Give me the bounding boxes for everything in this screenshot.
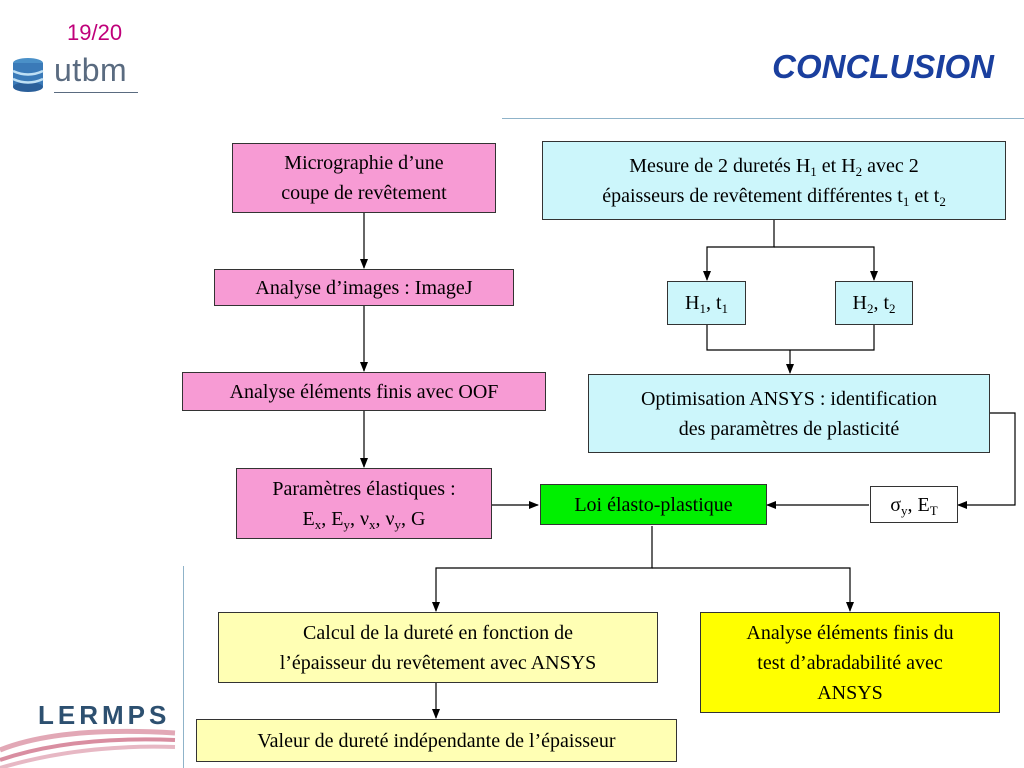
node-abrad-line1: Analyse éléments finis du — [746, 621, 954, 644]
side-divider — [183, 566, 184, 768]
title-divider — [502, 118, 1024, 119]
utbm-logo: utbm — [10, 52, 140, 96]
node-analyse-oof: Analyse éléments finis avec OOF — [182, 372, 546, 411]
node-h1-t1-label: H1, t1 — [684, 292, 728, 316]
node-optimisation-line2: des paramètres de plasticité — [678, 417, 900, 440]
node-optimisation-line1: Optimisation ANSYS : identification — [640, 387, 938, 410]
node-analyse-oof-label: Analyse éléments finis avec OOF — [229, 380, 499, 403]
node-sigma-label: σy, ET — [890, 493, 938, 518]
connector-h-merge — [706, 325, 875, 351]
node-sigma-et: σy, ET — [870, 486, 958, 523]
utbm-logo-text: utbm — [54, 52, 128, 88]
node-abrad-line2: test d’abradabilité avec — [757, 651, 943, 674]
node-calcul-durete: Calcul de la dureté en fonction de l’épa… — [218, 612, 658, 683]
node-loi-label: Loi élasto-plastique — [574, 493, 733, 516]
page-title: CONCLUSION — [772, 48, 994, 85]
node-h2-t2-label: H2, t2 — [852, 292, 896, 316]
node-analyse-abradabilite: Analyse éléments finis du test d’abradab… — [700, 612, 1000, 713]
connector-optimisation-to-sigma — [957, 412, 1016, 509]
node-h1-t1: H1, t1 — [667, 281, 746, 325]
utbm-logo-icon — [12, 58, 44, 92]
connector-mesure-split-right — [774, 246, 878, 281]
lermps-swoosh-icon — [0, 728, 176, 768]
node-analyse-images-label: Analyse d’images : ImageJ — [255, 276, 473, 299]
node-loi-elasto-plastique: Loi élasto-plastique — [540, 484, 767, 525]
lermps-logo: LERMPS — [0, 700, 180, 768]
node-optimisation: Optimisation ANSYS : identification des … — [588, 374, 990, 453]
node-micrographie-line1: Micrographie d’une — [284, 152, 444, 174]
utbm-logo-underline — [54, 92, 138, 93]
page-number: 19/20 — [67, 20, 123, 45]
node-analyse-images: Analyse d’images : ImageJ — [214, 269, 514, 306]
connector-loi-split-right — [652, 567, 854, 612]
connector-mesure-split — [703, 220, 775, 281]
node-parametres-line2: Ex, Ey, νx, νy, G — [302, 507, 426, 532]
node-micrographie-line2: coupe de revêtement — [281, 182, 447, 204]
node-abrad-line3: ANSYS — [817, 681, 883, 704]
node-calcul-line1: Calcul de la dureté en fonction de — [303, 621, 573, 644]
node-mesure-line1: Mesure de 2 duretés H1 et H2 avec 2 — [629, 154, 919, 179]
node-mesure: Mesure de 2 duretés H1 et H2 avec 2 épai… — [542, 141, 1006, 220]
node-valeur-label: Valeur de dureté indépendante de l’épais… — [257, 729, 616, 752]
node-mesure-line2: épaisseurs de revêtement différentes t1 … — [602, 184, 946, 209]
node-parametres-elastiques: Paramètres élastiques : Ex, Ey, νx, νy, … — [236, 468, 492, 539]
node-micrographie: Micrographie d’une coupe de revêtement — [232, 143, 496, 213]
node-h2-t2: H2, t2 — [835, 281, 913, 325]
node-calcul-line2: l’épaisseur du revêtement avec ANSYS — [279, 651, 597, 674]
lermps-logo-text: LERMPS — [38, 700, 171, 730]
node-valeur-durete: Valeur de dureté indépendante de l’épais… — [196, 719, 677, 762]
connector-loi-split — [432, 526, 653, 612]
node-parametres-line1: Paramètres élastiques : — [272, 477, 456, 500]
